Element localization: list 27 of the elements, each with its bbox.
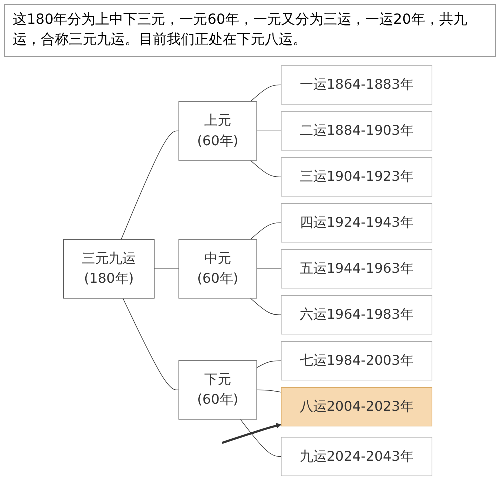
connector	[250, 298, 282, 316]
node-box: 下元 (60年)	[178, 360, 258, 420]
node-box: 九运2024-2043年	[281, 437, 433, 477]
connector	[250, 160, 282, 178]
node-box: 中元 (60年)	[178, 240, 258, 299]
node-box: 上元 (60年)	[178, 102, 258, 162]
node-box: 四运1924-1943年	[281, 204, 433, 243]
connector	[250, 85, 282, 102]
connector	[256, 390, 282, 393]
node-box: 七运1984-2003年	[281, 342, 433, 381]
node-box: 六运1964-1983年	[281, 296, 433, 335]
node-box: 三元九运 (180年)	[63, 240, 155, 299]
connector	[121, 131, 180, 240]
connector	[256, 360, 282, 368]
node-box: 二运1884-1903年	[281, 112, 433, 151]
connector	[154, 268, 180, 270]
connector	[240, 419, 282, 458]
node-box: 一运1864-1883年	[281, 66, 433, 106]
connector	[256, 131, 282, 132]
node-box: 八运2004-2023年	[281, 388, 433, 427]
heading-text: 这180年分为上中下三元，一元60年，一元又分为三运，一运20年，共九运，合称三元九运。目前我们正处在下元八运。	[4, 4, 496, 58]
connector	[250, 223, 282, 240]
node-box: 五运1944-1963年	[281, 250, 433, 289]
arrow	[222, 423, 282, 444]
node-box: 三运1904-1923年	[281, 158, 433, 197]
connector	[256, 268, 282, 270]
connector	[122, 298, 180, 391]
